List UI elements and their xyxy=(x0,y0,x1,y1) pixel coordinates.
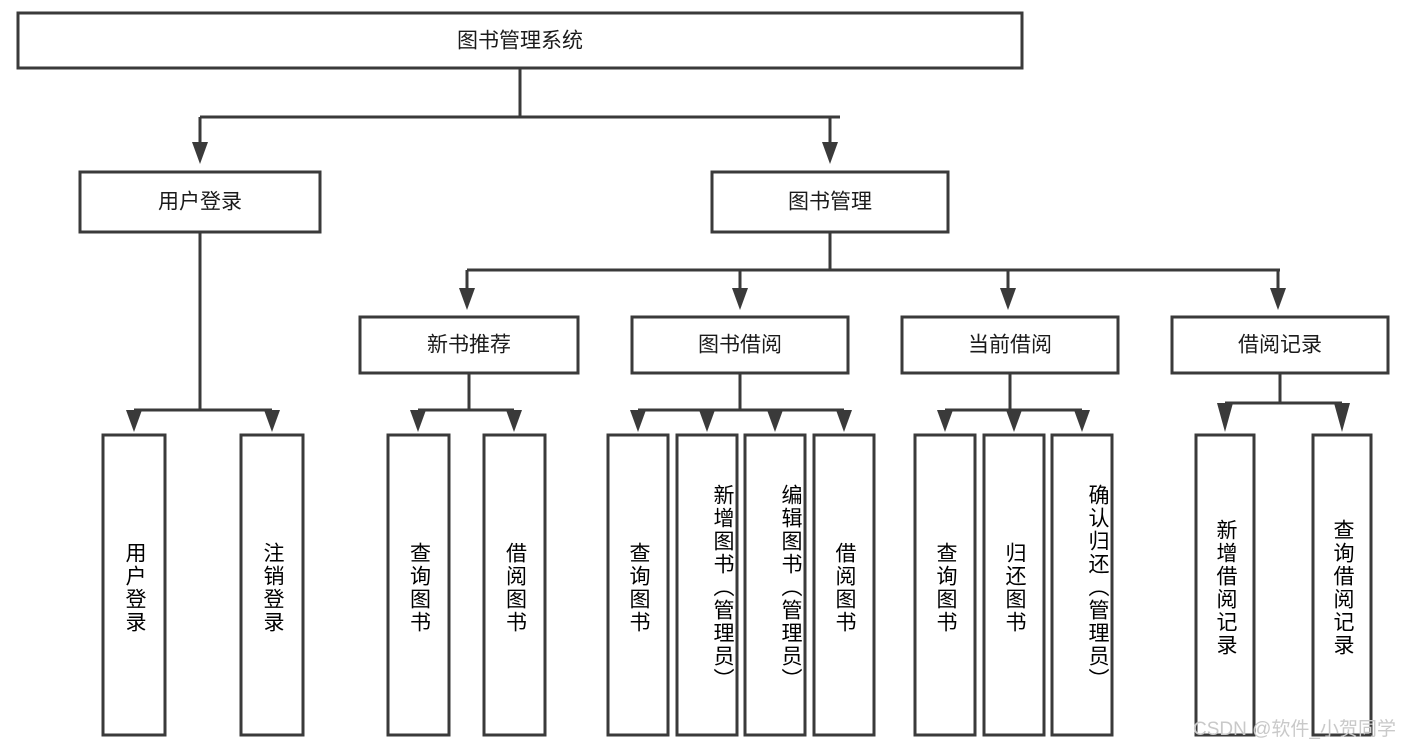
node-book-manage-label: 图书管理 xyxy=(788,191,872,214)
arrow-head-leaf-rec-query xyxy=(410,410,426,432)
leaf-node-boxes xyxy=(101,433,1373,737)
arrow-head-leaf-cb-query xyxy=(937,410,953,432)
arrow-head-leaf-bb-add xyxy=(699,410,715,432)
arrow-head-leaf-cb-confirm xyxy=(1074,410,1090,432)
node-leaf-rec-borrow-book-label: 借阅图书 xyxy=(503,541,527,634)
node-new-book-recommend[interactable]: 新书推荐 xyxy=(358,315,580,375)
node-leaf-cb-return-book-box[interactable] xyxy=(982,433,1046,737)
node-borrow-record-box[interactable] xyxy=(1170,315,1390,375)
node-new-book-recommend-label: 新书推荐 xyxy=(427,334,511,357)
connector-group-user-login-to-leaves xyxy=(126,232,280,432)
node-leaf-rec-borrow-book-box[interactable] xyxy=(482,433,547,737)
node-leaf-bb-edit-book-label: 编辑图书（管理员） xyxy=(779,484,802,691)
node-leaf-bb-add-book-box[interactable] xyxy=(675,433,739,737)
node-book-borrow-box[interactable] xyxy=(630,315,850,375)
node-current-borrow-box[interactable] xyxy=(900,315,1120,375)
node-leaf-cb-confirm-return-label: 确认归还（管理员） xyxy=(1086,484,1109,691)
node-book-borrow-label: 图书借阅 xyxy=(698,334,782,357)
arrow-head-borrow-record xyxy=(1270,288,1286,310)
node-leaf-rec-query-book-label: 查询图书 xyxy=(407,541,431,634)
arrow-head-book-borrow xyxy=(732,288,748,310)
node-leaf-bb-query-book-label: 查询图书 xyxy=(627,541,650,634)
node-root-box[interactable] xyxy=(16,11,1024,70)
node-borrow-record[interactable]: 借阅记录 xyxy=(1170,315,1390,375)
arrow-head-leaf-user-logout xyxy=(264,410,280,432)
connector-group-current-borrow-to-leaves xyxy=(937,373,1090,432)
node-new-book-recommend-box[interactable] xyxy=(358,315,580,375)
node-leaf-user-login-box[interactable] xyxy=(101,433,167,737)
node-leaf-user-logout-box[interactable] xyxy=(239,433,305,737)
arrow-head-leaf-bb-query xyxy=(630,410,646,432)
connector-group-book-borrow-to-leaves xyxy=(630,373,852,432)
node-leaf-bb-edit-book-box[interactable] xyxy=(743,433,807,737)
node-current-borrow-label: 当前借阅 xyxy=(968,334,1052,357)
node-leaf-bb-add-book-label: 新增图书（管理员） xyxy=(711,484,734,691)
node-root[interactable]: 图书管理系统 xyxy=(16,11,1024,70)
connector-group-new-book-rec-to-leaves xyxy=(410,373,522,432)
arrow-head-current-borrow xyxy=(1000,288,1016,310)
node-leaf-br-query-record-label: 查询借阅记录 xyxy=(1331,518,1354,657)
node-root-label: 图书管理系统 xyxy=(457,30,583,53)
arrow-head-leaf-cb-return xyxy=(1006,410,1022,432)
arrow-head-book-manage xyxy=(822,142,838,164)
node-user-login[interactable]: 用户登录 xyxy=(78,170,322,234)
node-leaf-bb-query-book-box[interactable] xyxy=(606,433,670,737)
arrow-head-leaf-rec-borrow xyxy=(506,410,522,432)
node-leaf-bb-borrow-book-label: 借阅图书 xyxy=(833,541,856,634)
node-user-login-box[interactable] xyxy=(78,170,322,234)
arrow-head-new-book-rec xyxy=(459,288,475,310)
arrow-head-user-login xyxy=(192,142,208,164)
arrow-head-leaf-user-login xyxy=(126,410,142,432)
arrow-head-leaf-br-add xyxy=(1217,403,1233,432)
node-book-manage-box[interactable] xyxy=(710,170,950,234)
connector-group-borrow-record-to-leaves xyxy=(1217,373,1350,432)
node-book-borrow[interactable]: 图书借阅 xyxy=(630,315,850,375)
node-leaf-br-query-record-box[interactable] xyxy=(1311,433,1373,737)
arrow-head-leaf-bb-borrow xyxy=(836,410,852,432)
node-borrow-record-label: 借阅记录 xyxy=(1238,334,1322,357)
arrow-head-leaf-br-query xyxy=(1334,403,1350,432)
node-leaf-cb-return-book-label: 归还图书 xyxy=(1003,541,1026,634)
node-leaf-cb-confirm-return-box[interactable] xyxy=(1050,433,1114,737)
node-leaf-cb-query-book-box[interactable] xyxy=(913,433,977,737)
connector-group-root-to-level1 xyxy=(192,68,840,164)
arrow-head-leaf-bb-edit xyxy=(767,410,783,432)
node-leaf-user-logout-label: 注销登录 xyxy=(261,541,284,634)
node-current-borrow[interactable]: 当前借阅 xyxy=(900,315,1120,375)
node-leaf-br-add-record-label: 新增借阅记录 xyxy=(1214,518,1237,657)
node-leaf-bb-borrow-book-box[interactable] xyxy=(812,433,876,737)
node-leaf-br-add-record-box[interactable] xyxy=(1194,433,1256,737)
node-leaf-rec-query-book-box[interactable] xyxy=(386,433,451,737)
node-leaf-user-login-label: 用户登录 xyxy=(123,541,146,634)
watermark-label: CSDN @软件_小贺同学 xyxy=(1193,718,1396,740)
node-leaf-cb-query-book-label: 查询图书 xyxy=(934,541,957,634)
node-user-login-label: 用户登录 xyxy=(158,191,242,214)
node-book-manage[interactable]: 图书管理 xyxy=(710,170,950,234)
connector-group-book-manage-to-level2 xyxy=(459,232,1286,310)
